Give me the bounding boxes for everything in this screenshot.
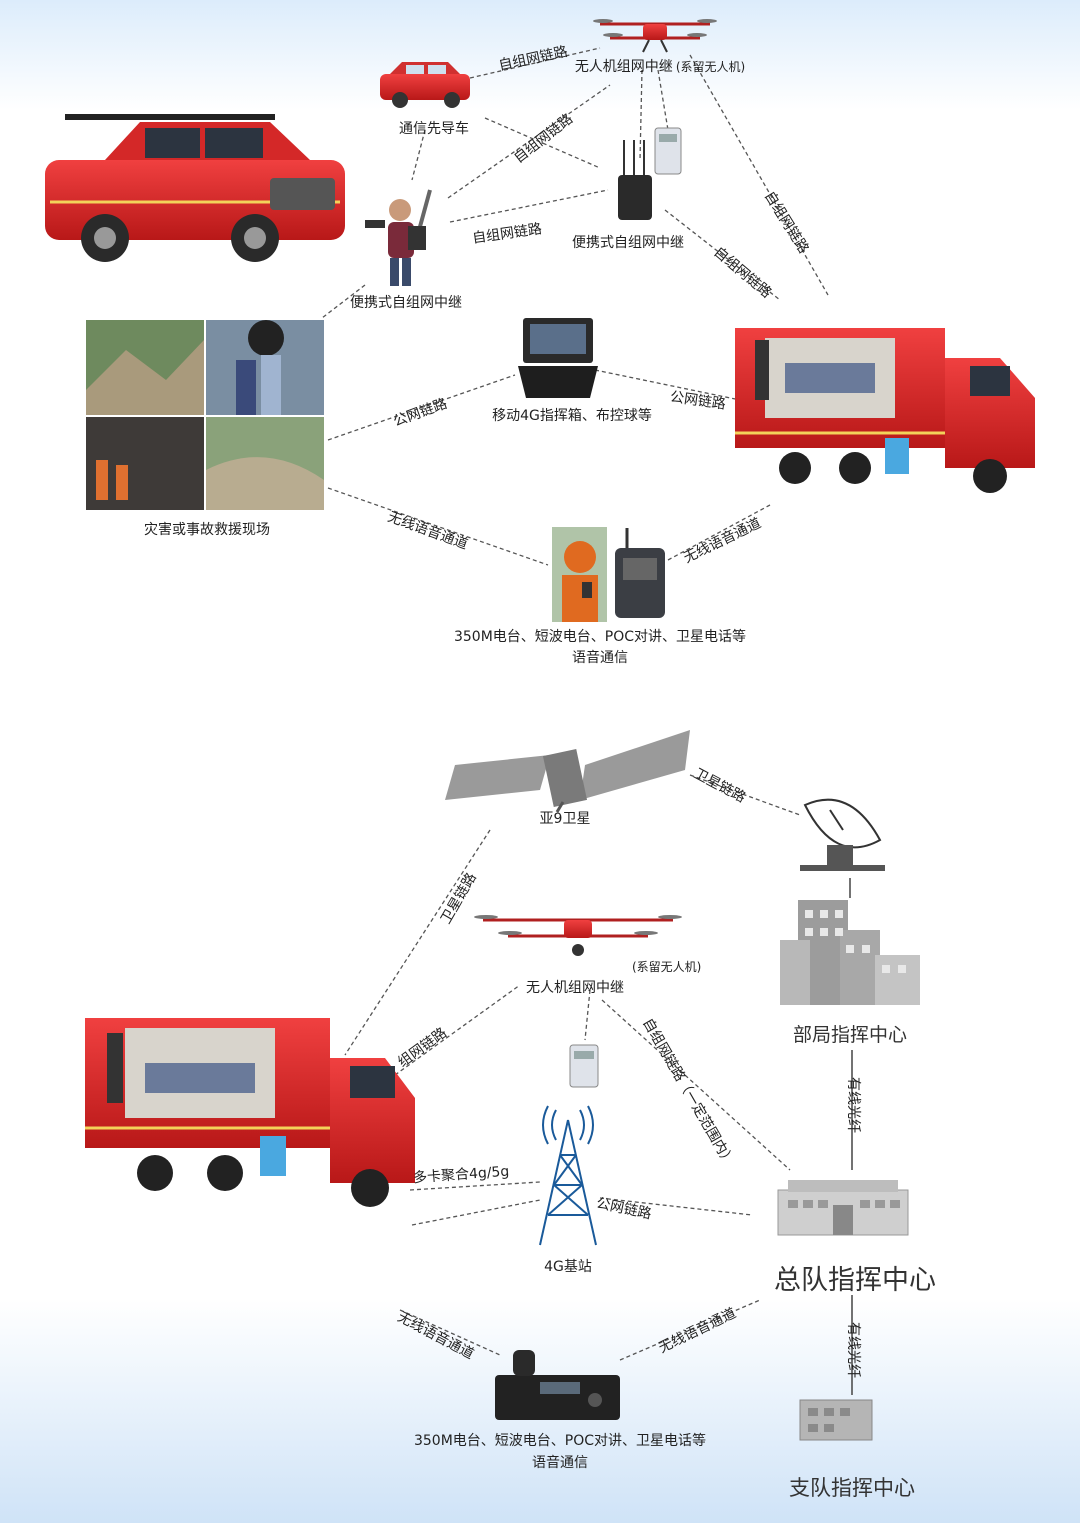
scene-label: 灾害或事故救援现场 [144, 522, 270, 538]
radio-label-line1: 350M电台、短波电台、POC对讲、卫星电话等 [453, 629, 747, 645]
drone-label-bottom: 无人机组网中继 [526, 980, 624, 996]
radio-label-line2: 语音通信 [572, 650, 628, 666]
radio-label-bottom-line1: 350M电台、短波电台、POC对讲、卫星电话等 [413, 1433, 707, 1449]
drone-icon-bottom [474, 915, 682, 956]
drone-icon [593, 19, 717, 53]
cell-tower-icon [539, 1105, 597, 1246]
ministry-building-icon [780, 900, 920, 1005]
disaster-scene-photos [86, 320, 324, 510]
portable-relay-person-icon [365, 189, 432, 286]
branch-building-icon [799, 1399, 873, 1441]
base-station-label: 4G基站 [544, 1259, 592, 1275]
fiber-lines [849, 878, 853, 1395]
command-truck-icon-bottom [85, 1018, 415, 1207]
lead-car-label: 通信先导车 [399, 121, 469, 137]
command-box-icon [518, 318, 598, 398]
connector-lines-top [321, 47, 829, 566]
portable-relay-left-label: 便携式自组网中继 [350, 295, 462, 311]
satellite-dish-icon [800, 798, 885, 871]
drone-note-bottom: (系留无人机) [632, 960, 702, 974]
link-label: 有线光纤 [845, 1077, 861, 1133]
drone-label: 无人机组网中继(系留无人机) [574, 59, 746, 75]
ministry-label: 部局指挥中心 [792, 1024, 908, 1046]
link-label: 有线光纤 [845, 1322, 861, 1378]
portable-relay-radio-icon [618, 140, 652, 220]
relay-box-icon-bottom [569, 1044, 599, 1088]
general-building-icon [777, 1180, 909, 1236]
portable-relay-right-label: 便携式自组网中继 [572, 235, 684, 251]
drone-note: (系留无人机) [675, 60, 746, 74]
general-command-label: 总队指挥中心 [774, 1265, 936, 1296]
relay-box-icon [654, 127, 682, 175]
satellite-label: 亚9卫星 [539, 811, 591, 827]
satellite-icon [445, 730, 690, 813]
branch-command-label: 支队指挥中心 [789, 1476, 915, 1500]
command-truck-icon [735, 328, 1035, 493]
pickup-truck-icon [45, 114, 345, 262]
connector-lines-bottom [344, 774, 801, 1361]
lead-car-icon [380, 62, 470, 108]
radio-label-bottom-line2: 语音通信 [532, 1455, 588, 1471]
backpack-radio-icon [615, 528, 665, 618]
command-box-label: 移动4G指挥箱、布控球等 [492, 408, 652, 424]
desk-radio-icon [495, 1350, 620, 1420]
radio-operator-photo [552, 527, 607, 622]
